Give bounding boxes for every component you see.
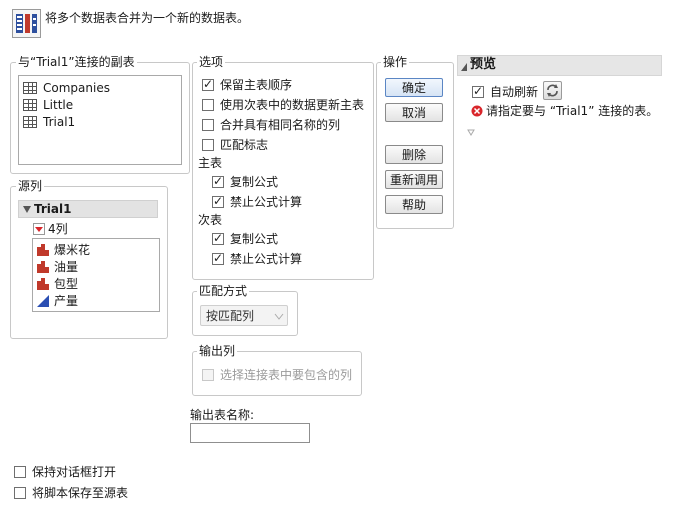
- save-script-label: 将脚本保存至源表: [32, 486, 129, 500]
- match-flag-label: 匹配标志: [220, 138, 269, 152]
- ok-button[interactable]: 确定: [385, 78, 443, 97]
- merge-same-name-label: 合并具有相同名称的列: [220, 118, 341, 132]
- table-icon: [23, 82, 37, 94]
- table-icon: [23, 99, 37, 111]
- keep-main-order-checkbox[interactable]: [202, 77, 214, 91]
- output-name-label: 输出表名称:: [190, 408, 255, 422]
- secondary-suppress-eval-checkbox[interactable]: [212, 251, 224, 265]
- update-main-checkbox[interactable]: [202, 99, 214, 111]
- join-tables-title: 与“Trial1”连接的副表: [16, 55, 137, 69]
- chevron-down-icon: [274, 313, 284, 320]
- list-item[interactable]: 产量: [37, 293, 152, 309]
- secondary-table-heading: 次表: [198, 213, 223, 227]
- save-script-checkbox[interactable]: [14, 487, 26, 499]
- actions-group: [376, 62, 454, 229]
- source-columns-list[interactable]: 爆米花 油量 包型 产量: [32, 238, 160, 312]
- main-table-heading: 主表: [198, 156, 223, 170]
- cancel-button[interactable]: 取消: [385, 103, 443, 122]
- source-table-header: Trial1: [18, 200, 158, 218]
- source-columns-title: 源列: [16, 179, 45, 193]
- select-columns-label: 选择连接表中要包含的列: [220, 368, 353, 382]
- join-platform-icon: [12, 9, 41, 38]
- nominal-column-icon: [37, 278, 49, 290]
- source-table-name: Trial1: [34, 202, 72, 216]
- join-tables-list[interactable]: Companies Little Trial1: [18, 75, 182, 165]
- dropdown-arrow-icon: [33, 223, 45, 235]
- refresh-button[interactable]: [543, 81, 562, 100]
- list-item[interactable]: 包型: [37, 276, 152, 292]
- nominal-column-icon: [37, 261, 49, 273]
- error-icon: [471, 105, 483, 117]
- secondary-copy-formula-label: 复制公式: [230, 232, 279, 246]
- keep-dialog-open-label: 保持对话框打开: [32, 465, 117, 479]
- list-item[interactable]: 爆米花: [37, 242, 152, 258]
- list-item[interactable]: Trial1: [23, 114, 173, 130]
- preview-header[interactable]: 预览: [457, 55, 662, 76]
- collapse-triangle-icon[interactable]: [460, 62, 468, 72]
- continuous-column-icon: [37, 295, 49, 307]
- dialog-description: 将多个数据表合并为一个新的数据表。: [45, 11, 250, 25]
- output-columns-title: 输出列: [197, 344, 238, 358]
- select-columns-checkbox[interactable]: [202, 369, 214, 381]
- main-copy-formula-label: 复制公式: [230, 175, 279, 189]
- list-item[interactable]: Companies: [23, 80, 173, 96]
- collapsed-triangle-icon[interactable]: [467, 129, 475, 137]
- keep-dialog-open-checkbox[interactable]: [14, 466, 26, 478]
- collapse-triangle-icon[interactable]: [22, 205, 32, 215]
- main-suppress-eval-label: 禁止公式计算: [230, 195, 303, 209]
- error-message: 请指定要与 “Trial1” 连接的表。: [486, 104, 659, 118]
- remove-button[interactable]: 删除: [385, 145, 443, 164]
- match-method-select[interactable]: 按匹配列: [200, 305, 288, 326]
- match-method-title: 匹配方式: [197, 284, 250, 298]
- match-flag-checkbox[interactable]: [202, 139, 214, 151]
- main-copy-formula-checkbox[interactable]: [212, 174, 224, 188]
- secondary-suppress-eval-label: 禁止公式计算: [230, 252, 303, 266]
- output-columns-group: [192, 351, 362, 396]
- merge-same-name-checkbox[interactable]: [202, 119, 214, 131]
- keep-main-order-label: 保留主表顺序: [220, 78, 293, 92]
- options-title: 选项: [197, 55, 226, 69]
- update-main-label: 使用次表中的数据更新主表: [220, 98, 365, 112]
- options-group: [192, 62, 374, 280]
- source-columns-group: [10, 186, 168, 339]
- column-count-selector[interactable]: 4列: [33, 222, 93, 238]
- table-icon: [23, 116, 37, 128]
- auto-refresh-checkbox[interactable]: [472, 84, 484, 98]
- preview-title: 预览: [470, 57, 497, 72]
- help-button[interactable]: 帮助: [385, 195, 443, 214]
- nominal-column-icon: [37, 244, 49, 256]
- recall-button[interactable]: 重新调用: [385, 170, 443, 189]
- refresh-icon: [547, 84, 558, 97]
- actions-title: 操作: [381, 55, 410, 69]
- match-method-value: 按匹配列: [206, 309, 255, 323]
- list-item[interactable]: Little: [23, 97, 173, 113]
- main-suppress-eval-checkbox[interactable]: [212, 194, 224, 208]
- list-item[interactable]: 油量: [37, 259, 152, 275]
- column-count: 4列: [48, 222, 68, 236]
- output-name-input[interactable]: [190, 423, 310, 443]
- secondary-copy-formula-checkbox[interactable]: [212, 231, 224, 245]
- auto-refresh-label: 自动刷新: [490, 85, 539, 99]
